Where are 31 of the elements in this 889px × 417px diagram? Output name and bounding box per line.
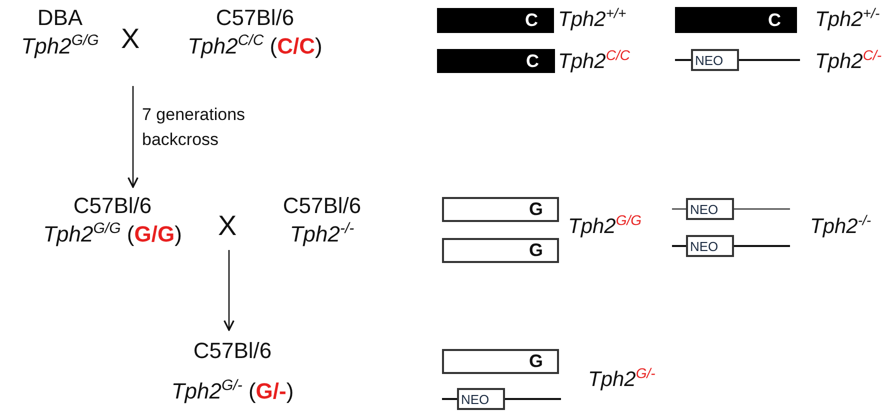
neo-cassette: NEO: [686, 235, 734, 257]
strain-name: C57Bl/6: [216, 5, 294, 30]
cross-symbol: X: [218, 212, 237, 240]
arrow: [224, 250, 234, 331]
arrow: [128, 86, 138, 188]
genotype-label: Tph2$^{C/C}$: [558, 48, 630, 72]
strain-name: C57Bl/6: [193, 338, 272, 364]
neo-cassette: NEO: [686, 198, 734, 220]
genotype-label: Tph2$^{G/G}$: [21, 32, 99, 59]
genotype-label: Tph2$^{G/-}$: [588, 366, 656, 390]
allele-bar: G: [442, 349, 559, 374]
genotype-label: Tph2$^{G/G}$ (G/G): [43, 220, 182, 247]
neo-cassette: NEO: [457, 388, 505, 410]
neo-cassette: NEO: [691, 49, 739, 71]
allele-bar: C: [437, 8, 554, 33]
genotype-label: Tph2$^{G/G}$: [568, 213, 642, 237]
allele-bar: G: [442, 238, 559, 263]
genotype-label: Tph2$^{-/-}$: [290, 220, 354, 247]
genotype-label: Tph2$^{G/-}$ (G/-): [171, 377, 294, 404]
genotype-label: Tph2$^{C/C}$ (C/C): [188, 32, 322, 59]
cross-symbol: X: [121, 25, 140, 53]
allele-bar: C: [437, 49, 555, 73]
genotype-label: Tph2$^{C/-}$: [815, 48, 882, 72]
genotype-label: Tph2$^{+/+}$: [558, 6, 626, 30]
strain-name: DBA: [37, 5, 83, 30]
genotype-label: Tph2$^{+/-}$: [815, 6, 880, 30]
allele-bar: G: [442, 197, 559, 222]
strain-name: C57Bl/6: [73, 193, 152, 218]
strain-name: C57Bl/6: [282, 193, 362, 218]
allele-bar: C: [675, 7, 797, 33]
genotype-label: Tph2$^{-/-}$: [810, 213, 872, 237]
